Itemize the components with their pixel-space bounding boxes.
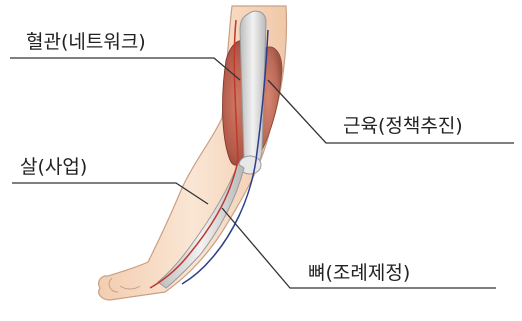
leader-line-vessel (10, 58, 240, 80)
label-flesh: 살(사업) (20, 158, 87, 177)
label-vessel: 혈관(네트워크) (26, 33, 146, 52)
label-muscle: 근육(정책추진) (343, 117, 463, 136)
bone-upper (240, 11, 266, 164)
label-bone: 뼈(조례제정) (308, 264, 410, 283)
